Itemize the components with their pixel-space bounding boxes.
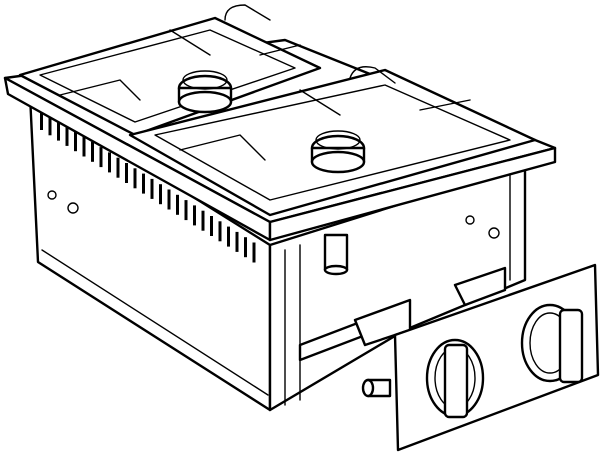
vent-slot [176,194,179,215]
knob-right[interactable] [520,303,584,384]
vent-slot [201,210,205,231]
vent-slot [133,168,137,189]
burner-front [310,130,366,174]
vent-slot [99,147,103,168]
vent-slot [167,189,171,210]
vent-slot [125,163,128,183]
vent-slot [159,184,162,205]
vent-slot [108,152,111,173]
vent-slots [40,110,256,263]
vent-slot [116,157,120,178]
vent-slot [48,115,52,136]
burner-rear [177,70,233,114]
vent-slot [235,231,239,252]
knob-left[interactable] [425,338,485,419]
vent-slot [244,237,247,258]
vent-slot [91,141,94,162]
vent-slot [218,221,222,242]
vent-slot [150,178,154,199]
vent-slot [57,120,60,141]
cabinet-body [28,93,527,412]
vent-slot [65,125,69,146]
vent-slot [252,242,256,263]
vent-slot [142,173,145,194]
vent-slot [74,131,77,152]
vent-slot [82,136,86,157]
vent-slot [184,200,188,221]
vent-slot [210,216,213,236]
grate-rear [18,4,322,137]
vent-slot [40,110,43,130]
vent-slot [227,226,230,247]
vent-slot [193,205,196,226]
